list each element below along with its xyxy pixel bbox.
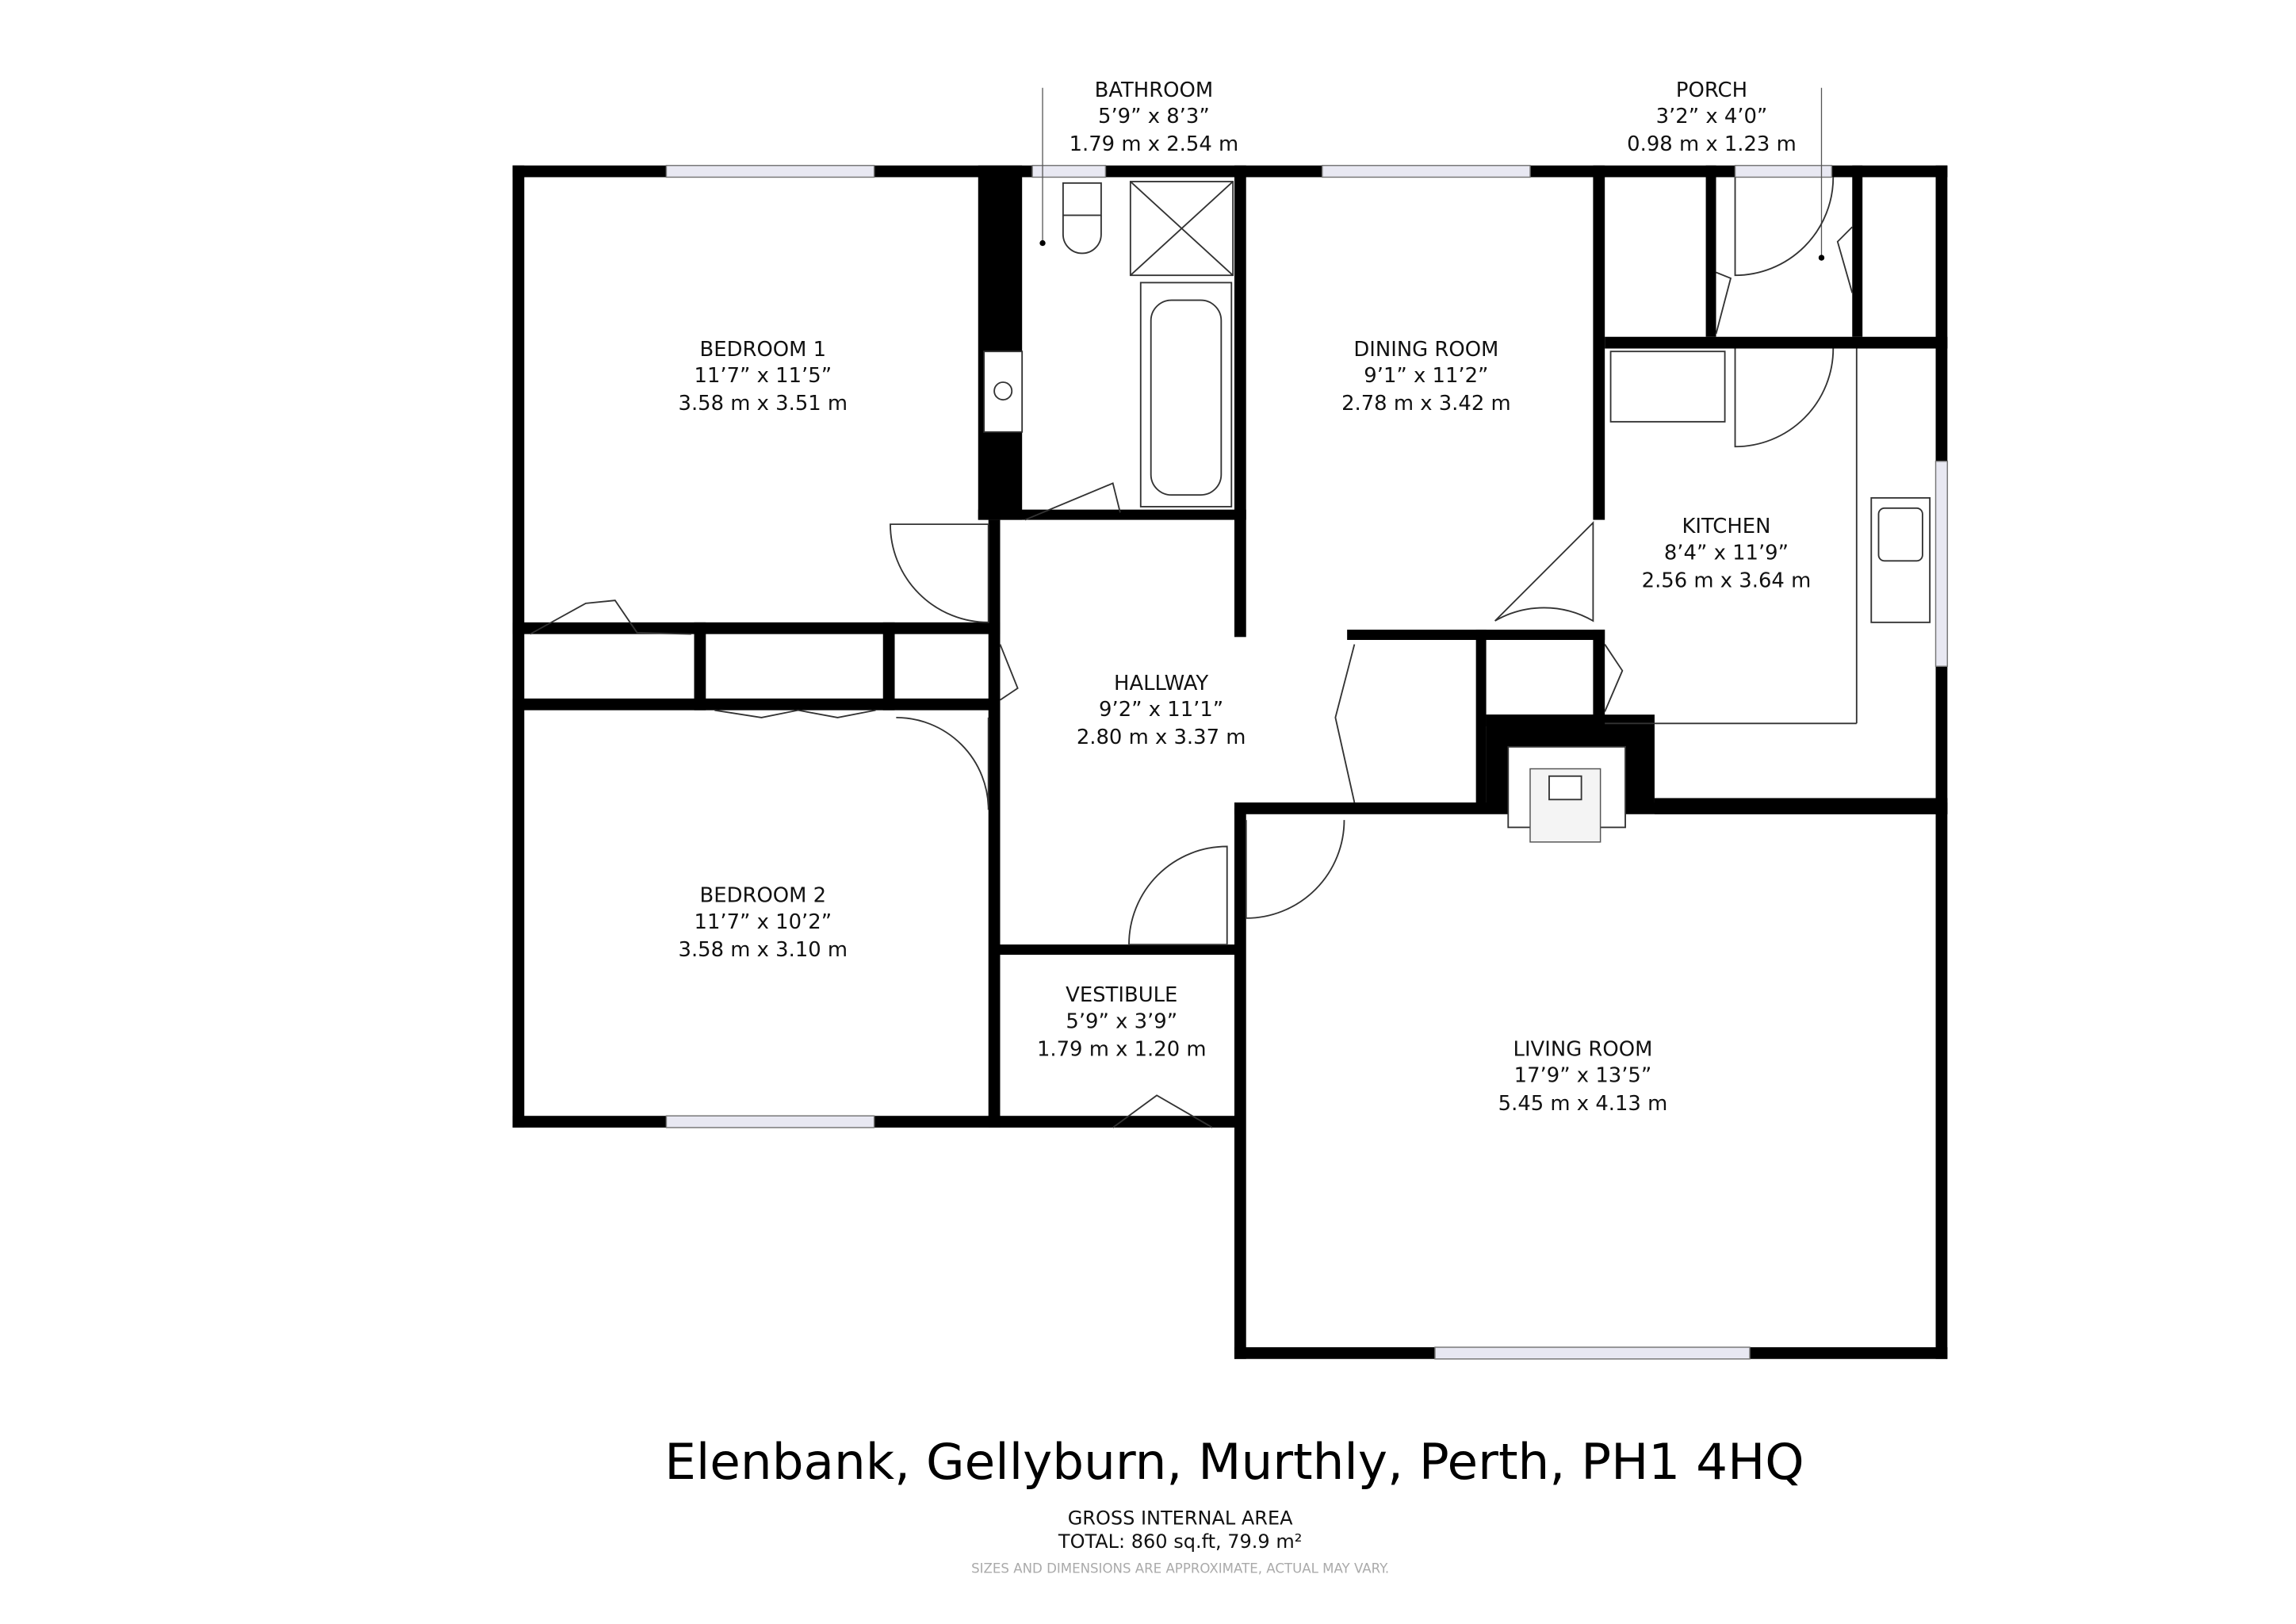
bathroom-fixtures — [983, 87, 1234, 508]
room-size-imperial: 5’9” x 3’9” — [1066, 1009, 1177, 1033]
room-name: VESTIBULE — [1066, 983, 1177, 1007]
room-size-metric: 2.80 m x 3.37 m — [1077, 726, 1246, 749]
room-name: BEDROOM 2 — [700, 884, 827, 908]
room-size-metric: 2.78 m x 3.42 m — [1341, 392, 1511, 416]
room-name: LIVING ROOM — [1513, 1037, 1653, 1061]
appliance-icon — [1609, 350, 1726, 423]
fireplace — [1507, 745, 1626, 843]
room-label-bedroom1: BEDROOM 1 11’7” x 11’5” 3.58 m x 3.51 m — [679, 338, 848, 416]
room-label-bathroom: BATHROOM 5’9” x 8’3” 1.79 m x 2.54 m — [1070, 79, 1239, 156]
room-label-dining: DINING ROOM 9’1” x 11’2” 2.78 m x 3.42 m — [1341, 338, 1511, 416]
room-label-porch: PORCH 3’2” x 4’0” 0.98 m x 1.23 m — [1627, 79, 1797, 156]
room-size-imperial: 9’2” x 11’1” — [1099, 698, 1223, 722]
room-name: PORCH — [1676, 79, 1747, 102]
gia-total: TOTAL: 860 sq.ft, 79.9 m² — [1058, 1530, 1302, 1553]
room-label-living: LIVING ROOM 17’9” x 13’5” 5.45 m x 4.13 … — [1498, 1037, 1668, 1115]
room-size-metric: 2.56 m x 3.64 m — [1642, 569, 1812, 593]
room-name: HALLWAY — [1114, 672, 1208, 695]
kitchen-fixtures — [1605, 87, 1931, 725]
room-name: BATHROOM — [1095, 79, 1214, 102]
room-label-kitchen: KITCHEN 8’4” x 11’9” 2.56 m x 3.64 m — [1642, 515, 1812, 592]
room-label-vestibule: VESTIBULE 5’9” x 3’9” 1.79 m x 1.20 m — [1037, 983, 1207, 1061]
room-size-metric: 0.98 m x 1.23 m — [1627, 132, 1797, 156]
room-name: DINING ROOM — [1353, 338, 1498, 362]
room-size-imperial: 5’9” x 8’3” — [1098, 105, 1210, 128]
disclaimer: SIZES AND DIMENSIONS ARE APPROXIMATE, AC… — [971, 1561, 1389, 1576]
room-name: KITCHEN — [1682, 515, 1770, 538]
room-size-imperial: 11’7” x 11’5” — [695, 364, 832, 388]
gia-label: GROSS INTERNAL AREA — [1068, 1507, 1293, 1529]
room-size-imperial: 3’2” x 4’0” — [1656, 105, 1768, 128]
basin-icon — [983, 350, 1024, 433]
room-label-hallway: HALLWAY 9’2” x 11’1” 2.80 m x 3.37 m — [1077, 672, 1246, 749]
walls — [512, 165, 1948, 1359]
property-address: Elenbank, Gellyburn, Murthly, Perth, PH1… — [664, 1433, 1804, 1491]
room-size-imperial: 9’1” x 11’2” — [1364, 364, 1488, 388]
room-label-bedroom2: BEDROOM 2 11’7” x 10’2” 3.58 m x 3.10 m — [679, 884, 848, 962]
room-size-metric: 3.58 m x 3.51 m — [679, 392, 848, 416]
windows — [665, 164, 1949, 1360]
room-size-imperial: 11’7” x 10’2” — [695, 910, 832, 934]
doors — [530, 177, 1854, 1128]
room-size-metric: 1.79 m x 2.54 m — [1070, 132, 1239, 156]
room-size-metric: 1.79 m x 1.20 m — [1037, 1037, 1207, 1061]
room-size-imperial: 17’9” x 13’5” — [1514, 1064, 1652, 1088]
toilet-icon — [1062, 182, 1102, 216]
toilet-bowl-icon — [1062, 215, 1102, 255]
room-size-metric: 3.58 m x 3.10 m — [679, 938, 848, 962]
room-size-metric: 5.45 m x 4.13 m — [1498, 1092, 1668, 1116]
room-name: BEDROOM 1 — [700, 338, 827, 362]
room-size-imperial: 8’4” x 11’9” — [1664, 541, 1789, 565]
